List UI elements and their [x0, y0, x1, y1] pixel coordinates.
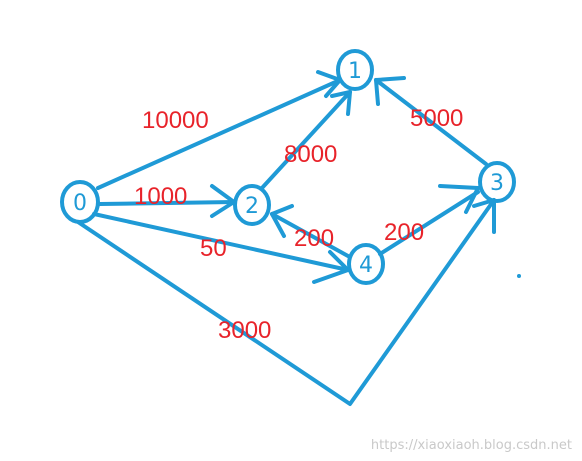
node-3: 3 [478, 161, 516, 203]
edge-4-2 [270, 204, 350, 258]
edge-4-3 [378, 184, 480, 256]
edge-0-3 [76, 198, 496, 406]
weight-3-1: 5000 [410, 105, 463, 132]
edge-2-1 [260, 90, 352, 190]
weight-0-1: 10000 [142, 107, 209, 134]
node-4-label: 4 [359, 253, 373, 278]
edge-0-1 [96, 70, 342, 190]
node-0: 0 [60, 180, 100, 224]
node-2-label: 2 [245, 194, 259, 219]
node-1: 1 [336, 49, 374, 91]
weight-2-1: 8000 [284, 141, 337, 168]
weight-0-3: 3000 [218, 317, 271, 344]
weight-0-2: 1000 [134, 183, 187, 210]
watermark-text: https://xiaoxiaoh.blog.csdn.net [370, 438, 572, 453]
weight-4-2: 200 [294, 225, 334, 252]
node-1-label: 1 [348, 59, 362, 84]
weight-4-3: 200 [384, 219, 424, 246]
node-2: 2 [233, 184, 271, 226]
node-3-label: 3 [490, 171, 504, 196]
weight-0-4: 50 [200, 235, 227, 262]
stray-dot [517, 274, 521, 278]
node-0-label: 0 [73, 191, 87, 216]
node-4: 4 [347, 243, 385, 285]
edge-3-1 [374, 76, 488, 166]
